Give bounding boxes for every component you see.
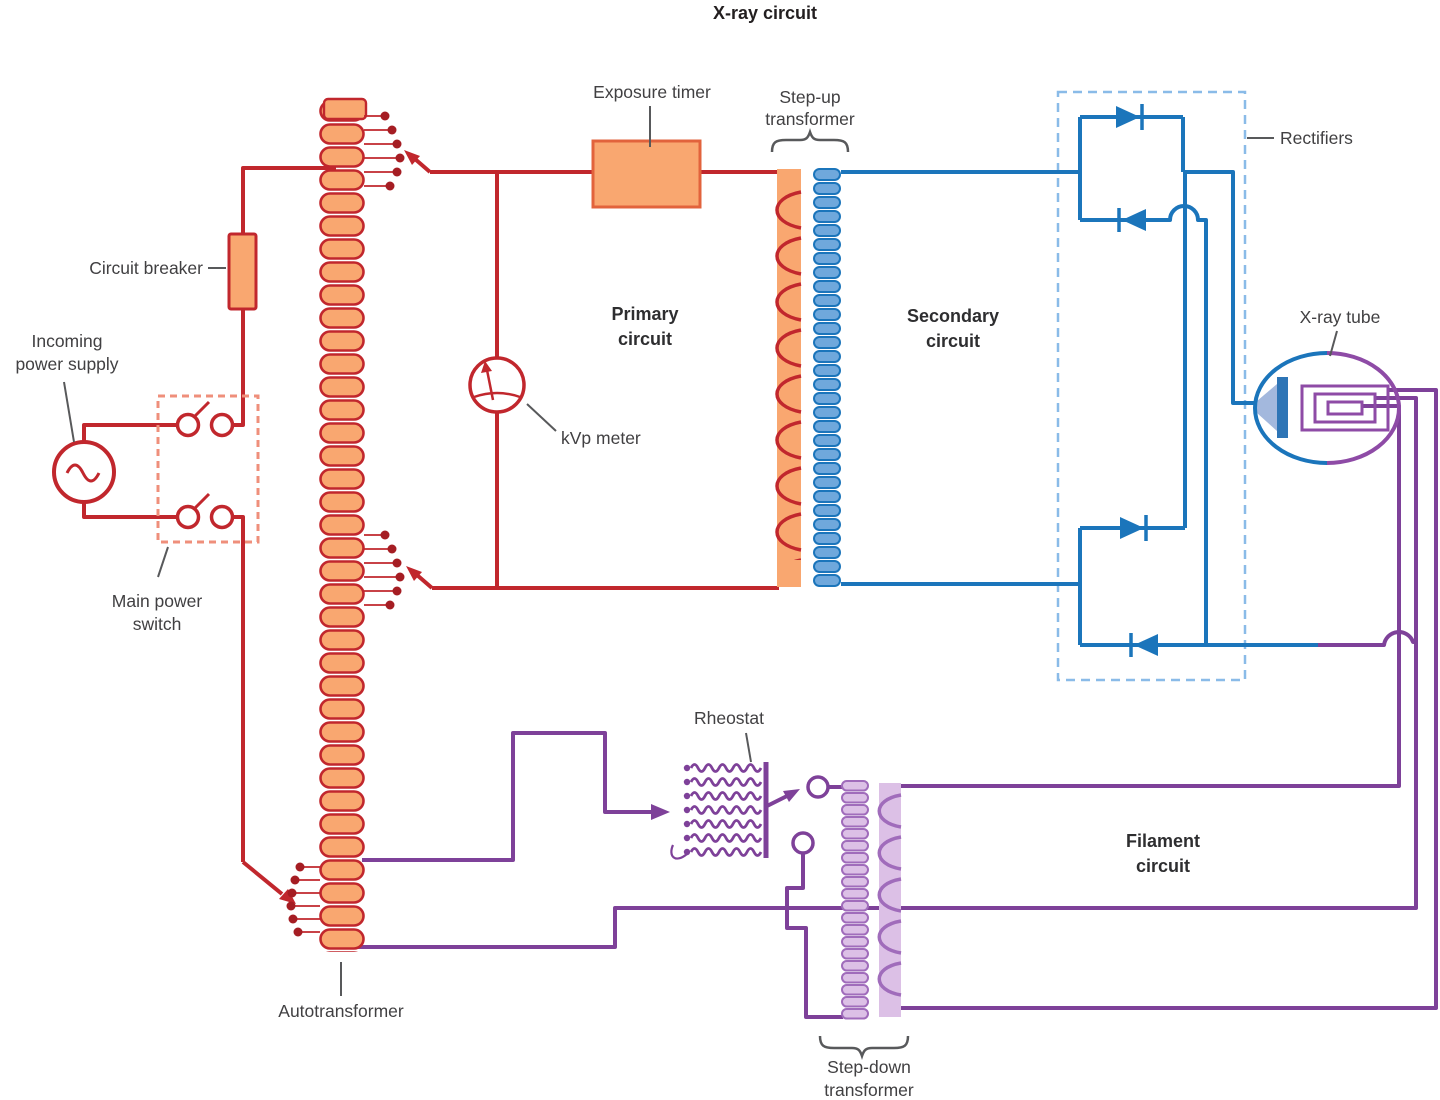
autotransformer-taps-lower xyxy=(286,862,320,937)
xray-tube-label: X-ray tube xyxy=(1300,307,1381,327)
secondary-circuit-wiring xyxy=(841,90,1318,682)
tube-envelope-left xyxy=(1253,351,1328,465)
main-power-label-2: switch xyxy=(133,614,182,634)
rheostat-input-arrow xyxy=(651,804,670,820)
electron-beam-icon xyxy=(1257,384,1277,431)
main-power-switch xyxy=(156,394,260,544)
filament-terminal-bottom xyxy=(791,831,815,855)
rheostat-icon xyxy=(670,762,769,860)
kvp-meter-label: kVp meter xyxy=(561,428,641,448)
filament-circuit-wiring xyxy=(352,388,1438,1010)
secondary-circuit-label-2: circuit xyxy=(926,331,980,351)
circuit-breaker-label: Circuit breaker xyxy=(89,258,203,278)
exposure-timer-label: Exposure timer xyxy=(593,82,711,102)
switch-dashed-box xyxy=(156,394,260,544)
primary-circuit-label-2: circuit xyxy=(618,329,672,349)
filament-circuit-label-2: circuit xyxy=(1136,856,1190,876)
rectifier-dashed-box xyxy=(1056,90,1247,682)
tube-envelope-right xyxy=(1326,351,1401,465)
primary-circuit-label-1: Primary xyxy=(611,304,678,324)
filament-terminal-top xyxy=(806,775,830,799)
switch-blade-top xyxy=(193,400,211,418)
incoming-power-supply xyxy=(52,440,116,504)
step-up-brace xyxy=(770,128,850,153)
rheostat-label: Rheostat xyxy=(694,708,764,728)
filament-coil-icon xyxy=(1300,384,1390,432)
step-up-label-1: Step-up xyxy=(779,87,840,107)
anode-target-icon xyxy=(1277,377,1288,438)
main-power-label-1: Main power xyxy=(112,591,203,611)
filament-circuit-label-1: Filament xyxy=(1126,831,1200,851)
step-down-brace xyxy=(818,1035,910,1060)
diode-icon xyxy=(1116,106,1140,128)
step-down-transformer xyxy=(766,775,903,1020)
incoming-label-2: power supply xyxy=(15,354,118,374)
step-down-label-2: transformer xyxy=(824,1080,914,1100)
rectifiers-label: Rectifiers xyxy=(1280,128,1353,148)
xray-tube-pointer xyxy=(1329,330,1338,357)
primary-circuit-wiring xyxy=(82,150,779,904)
step-down-primary-coil xyxy=(841,780,869,1020)
autotransformer-taps-middle xyxy=(364,530,405,610)
step-up-secondary-coil xyxy=(813,168,841,588)
secondary-circuit-label-1: Secondary xyxy=(907,306,999,326)
autotransformer-label: Autotransformer xyxy=(278,1001,404,1021)
ac-sine-icon xyxy=(65,463,101,483)
exposure-timer-box xyxy=(591,139,702,209)
autotransformer-taps-upper xyxy=(364,111,405,191)
tap-selector-arrow-middle xyxy=(406,566,422,581)
diode-icon xyxy=(1134,634,1158,656)
diode-icon xyxy=(1120,517,1144,539)
kvp-meter-pointer xyxy=(526,403,557,432)
main-power-pointer xyxy=(157,546,169,578)
circuit-breaker-box xyxy=(227,232,258,311)
rheostat-output-arrow xyxy=(783,789,800,802)
page-title: X-ray circuit xyxy=(713,3,817,23)
rectifier-bridge xyxy=(1078,104,1318,657)
kvp-meter-icon xyxy=(468,356,526,414)
wire-hop xyxy=(1317,630,1416,647)
step-up-label-2: transformer xyxy=(765,109,855,129)
diode-icon xyxy=(1122,209,1146,231)
xray-tube xyxy=(1253,351,1401,465)
tap-selector-arrow-lower xyxy=(279,889,296,904)
step-down-label-1: Step-down xyxy=(827,1057,911,1077)
incoming-label-1: Incoming xyxy=(31,331,102,351)
rheostat-pointer xyxy=(745,732,752,763)
incoming-power-pointer xyxy=(63,381,75,443)
switch-blade-bottom xyxy=(193,492,211,510)
autotransformer-coil xyxy=(286,97,405,952)
tap-selector-arrow-upper xyxy=(404,150,420,165)
step-up-transformer xyxy=(765,168,841,588)
